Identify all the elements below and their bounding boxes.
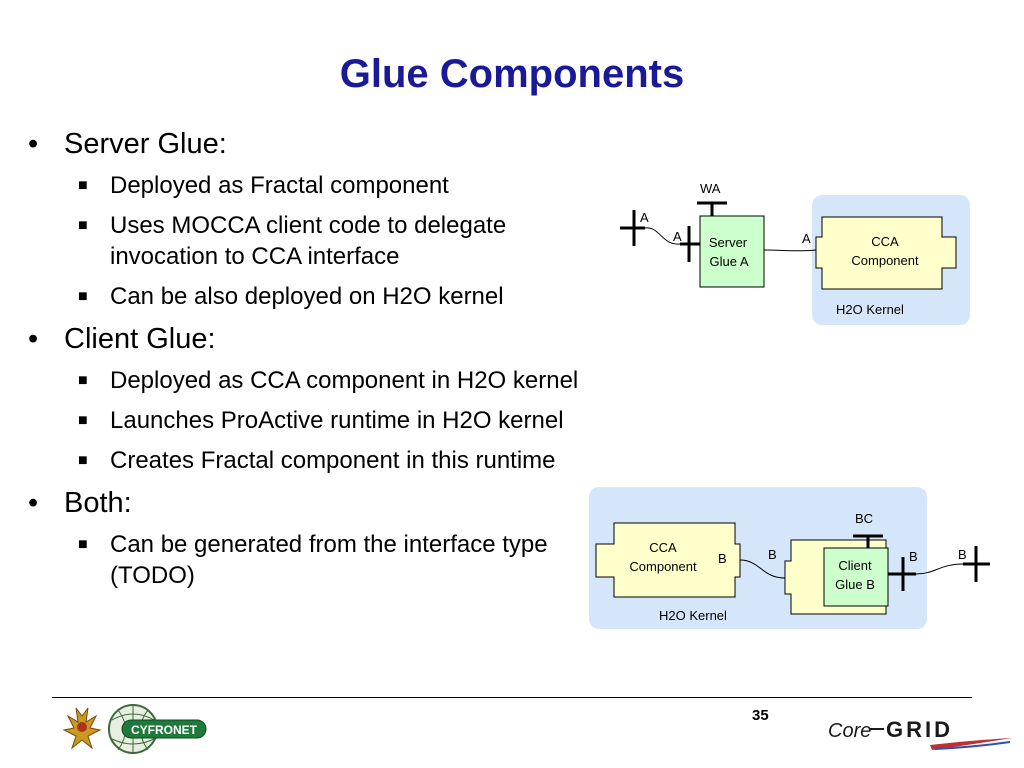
bc-label: BC bbox=[855, 511, 873, 526]
coregrid-logo: Core GRID bbox=[828, 717, 1012, 750]
server-glue-box bbox=[699, 215, 765, 288]
sub-bullet: ■Launches ProActive runtime in H2O kerne… bbox=[78, 407, 564, 434]
bullet-text: Client Glue: bbox=[64, 323, 216, 355]
footer-divider bbox=[52, 697, 972, 698]
coregrid-core-text: Core bbox=[828, 720, 871, 742]
cca-label-top-2: Component bbox=[851, 253, 919, 268]
sub-bullet-text: Uses MOCCA client code to delegate invoc… bbox=[110, 212, 507, 270]
bullet-client-glue: •Client Glue: bbox=[28, 323, 216, 355]
sub-bullet: ■Creates Fractal component in this runti… bbox=[78, 447, 556, 474]
client-glue-label-2: Glue B bbox=[835, 577, 875, 592]
page-number: 35 bbox=[752, 707, 769, 724]
a-right-label: A bbox=[802, 231, 811, 246]
binding-bottom-left bbox=[739, 559, 786, 579]
cyfronet-text: CYFRONET bbox=[131, 723, 198, 737]
bullet-text: Server Glue: bbox=[64, 128, 227, 160]
binding-top-left bbox=[644, 227, 681, 245]
a-inner-label: A bbox=[673, 229, 682, 244]
sub-bullet: ■Deployed as CCA component in H2O kernel bbox=[78, 367, 579, 394]
cca-component-top bbox=[815, 216, 957, 290]
sub-bullet: ■Can be also deployed on H2O kernel bbox=[78, 283, 504, 310]
eagle-logo bbox=[62, 707, 102, 750]
binding-bottom-right bbox=[915, 563, 964, 575]
a-left-label: A bbox=[640, 210, 649, 225]
sub-bullet: ■Can be generated from the interface typ… bbox=[78, 531, 548, 589]
kernel-label-top: H2O Kernel bbox=[836, 302, 904, 317]
coregrid-grid-text: GRID bbox=[886, 717, 953, 742]
slide-title: Glue Components bbox=[339, 52, 685, 96]
client-glue-label-1: Client bbox=[838, 558, 872, 573]
b-outer-label: B bbox=[958, 547, 967, 562]
sub-bullet-text: Can be also deployed on H2O kernel bbox=[110, 283, 504, 310]
cyfronet-logo: CYFRONET bbox=[108, 704, 207, 754]
bullet-list: •Server Glue: ■Deployed as Fractal compo… bbox=[28, 126, 598, 600]
cca-component-bottom bbox=[595, 522, 741, 598]
cca-label-bottom-2: Component bbox=[629, 559, 697, 574]
wa-label: WA bbox=[700, 181, 721, 196]
kernel-label-bottom: H2O Kernel bbox=[659, 608, 727, 623]
server-glue-label-2: Glue A bbox=[709, 254, 748, 269]
bullet-both: •Both: bbox=[28, 487, 132, 519]
sub-bullet: ■Uses MOCCA client code to delegate invo… bbox=[78, 212, 507, 270]
sub-bullet-text: Deployed as Fractal component bbox=[110, 172, 449, 199]
b-cca-label: B bbox=[718, 551, 727, 566]
client-glue-box bbox=[823, 547, 889, 607]
server-glue-label-1: Server bbox=[709, 235, 748, 250]
bullet-text: Both: bbox=[64, 487, 132, 519]
b-glue-label: B bbox=[909, 549, 918, 564]
sub-bullet-text: Creates Fractal component in this runtim… bbox=[110, 447, 556, 474]
b-inner-label: B bbox=[768, 547, 777, 562]
sub-bullet-text: Can be generated from the interface type… bbox=[110, 531, 548, 589]
sub-bullet-text: Launches ProActive runtime in H2O kernel bbox=[110, 407, 564, 434]
cca-label-bottom-1: CCA bbox=[649, 540, 677, 555]
binding-top-right bbox=[763, 249, 817, 252]
sub-bullet: ■Deployed as Fractal component bbox=[78, 172, 449, 199]
bullet-server-glue: •Server Glue: bbox=[28, 128, 227, 160]
cca-label-top-1: CCA bbox=[871, 234, 899, 249]
sub-bullet-text: Deployed as CCA component in H2O kernel bbox=[110, 367, 579, 394]
